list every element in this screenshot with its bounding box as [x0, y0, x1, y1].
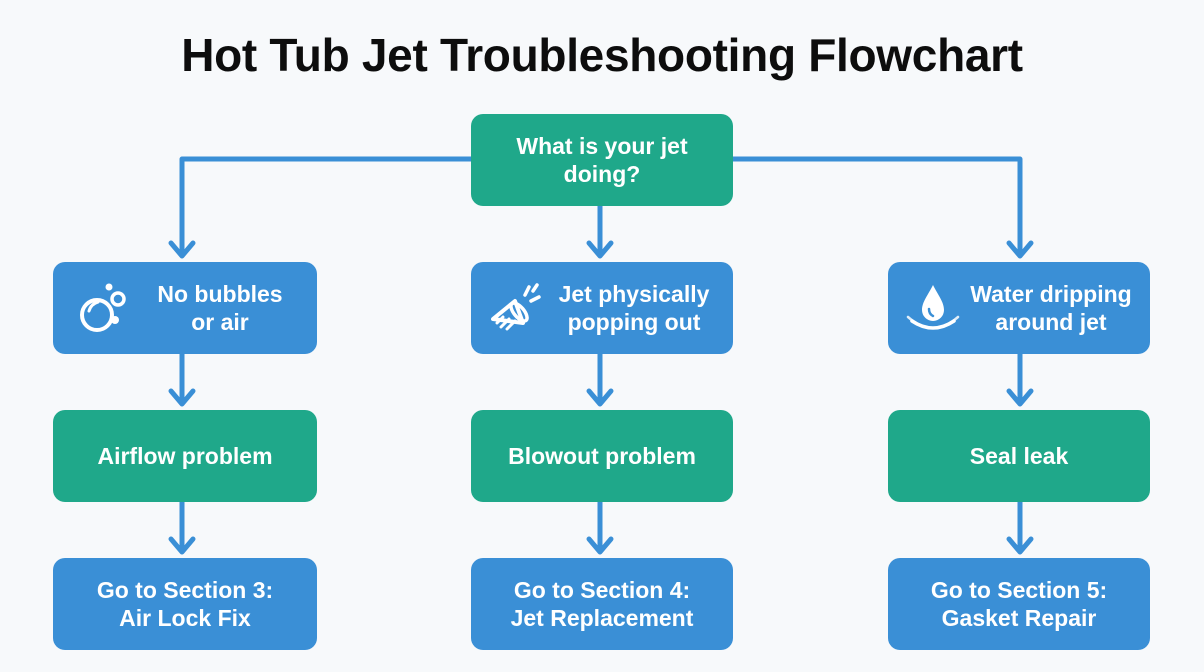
action-label-line-2: Air Lock Fix — [119, 605, 251, 631]
arrowhead — [586, 388, 614, 407]
symptom-node-water-dripping: Water dripping around jet — [888, 262, 1150, 354]
symptom-label-line-1: Jet physically — [558, 281, 710, 307]
diagnosis-node-airflow: Airflow problem — [53, 410, 317, 502]
connector-root-left — [179, 156, 474, 253]
root-question-node: What is your jet doing? — [471, 114, 733, 206]
arrowhead — [1006, 536, 1034, 555]
arrowhead — [1006, 388, 1034, 407]
water-drop-icon — [906, 285, 960, 330]
arrowhead — [586, 240, 614, 259]
symptom-label-line-2: around jet — [995, 309, 1107, 335]
arrowhead — [586, 536, 614, 555]
action-label-line-2: Jet Replacement — [510, 605, 694, 631]
root-question-line-1: What is your jet — [516, 133, 688, 159]
diagnosis-label: Airflow problem — [97, 443, 273, 469]
diagnosis-label: Blowout problem — [508, 443, 696, 469]
page-title: Hot Tub Jet Troubleshooting Flowchart — [181, 29, 1023, 81]
bubbles-icon — [80, 283, 126, 332]
root-question-line-2: doing? — [563, 161, 641, 187]
action-label-line-1: Go to Section 3: — [96, 577, 274, 603]
diagnosis-label: Seal leak — [969, 443, 1069, 469]
symptom-label-line-1: Water dripping — [970, 281, 1132, 307]
arrowhead — [1006, 240, 1034, 259]
symptom-node-no-bubbles: No bubbles or air — [53, 262, 317, 354]
action-node-section-3: Go to Section 3: Air Lock Fix — [53, 558, 317, 650]
symptom-label-line-1: No bubbles — [157, 281, 283, 307]
arrowhead — [168, 240, 196, 259]
diagnosis-node-blowout: Blowout problem — [471, 410, 733, 502]
arrowhead — [168, 536, 196, 555]
action-label-line-2: Gasket Repair — [941, 605, 1097, 631]
jet-popping-icon — [491, 283, 541, 331]
arrowhead — [168, 388, 196, 407]
action-node-section-4: Go to Section 4: Jet Replacement — [471, 558, 733, 650]
symptom-node-jet-popping: Jet physically popping out — [471, 262, 733, 354]
diagnosis-node-seal-leak: Seal leak — [888, 410, 1150, 502]
action-label-line-1: Go to Section 4: — [513, 577, 691, 603]
symptom-label-line-2: popping out — [567, 309, 701, 335]
symptom-label-line-2: or air — [191, 309, 249, 335]
connector-root-right — [730, 156, 1023, 253]
action-node-section-5: Go to Section 5: Gasket Repair — [888, 558, 1150, 650]
action-label-line-1: Go to Section 5: — [930, 577, 1108, 603]
